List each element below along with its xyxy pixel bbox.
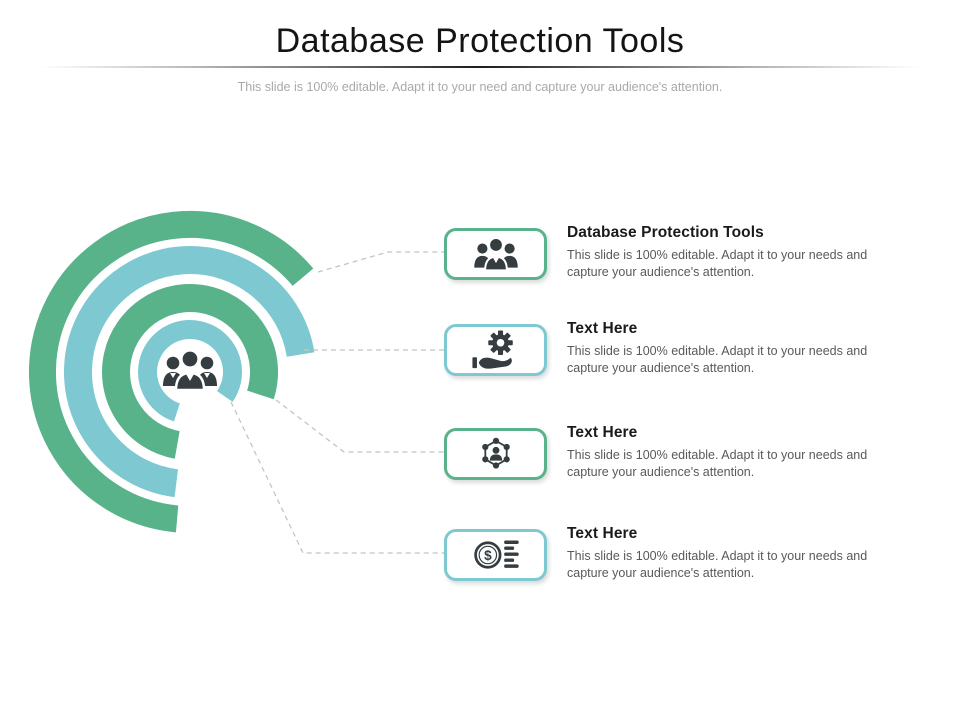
ring-4-inner <box>138 320 243 422</box>
item-4-title: Text Here <box>567 525 638 542</box>
svg-text:$: $ <box>484 548 492 563</box>
connector-line-4 <box>230 401 444 554</box>
ring-3 <box>102 284 278 459</box>
item-2-body: This slide is 100% editable. Adapt it to… <box>567 344 868 375</box>
item-3-icon-box <box>444 428 547 480</box>
ring-2 <box>64 246 315 498</box>
list-item-1: Database Protection Tools This slide is … <box>444 224 902 280</box>
title-divider <box>40 66 920 68</box>
people-group-icon <box>163 349 217 392</box>
list-item-2: Text Here This slide is 100% editable. A… <box>444 320 902 376</box>
page-subtitle: This slide is 100% editable. Adapt it to… <box>237 80 723 94</box>
connector-line-1 <box>317 251 444 273</box>
item-4-icon-box: $ <box>444 529 547 581</box>
list-item-3: Text Here This slide is 100% editable. A… <box>444 424 902 480</box>
item-3-title: Text Here <box>567 424 638 441</box>
list-item-4: $ Text Here This slide is 100% editable.… <box>444 525 902 581</box>
money-coins-icon: $ <box>473 540 519 569</box>
page-title: Database Protection Tools <box>275 22 685 60</box>
ring-1-outer <box>28 210 314 533</box>
item-2-title: Text Here <box>567 320 638 337</box>
item-4-body: This slide is 100% editable. Adapt it to… <box>567 549 868 580</box>
item-1-body: This slide is 100% editable. Adapt it to… <box>567 248 868 279</box>
item-3-body: This slide is 100% editable. Adapt it to… <box>567 448 868 479</box>
people-group-icon <box>473 237 518 272</box>
hand-gear-icon <box>471 330 513 369</box>
item-2-icon-box <box>444 324 547 376</box>
item-1-title: Database Protection Tools <box>567 224 764 241</box>
item-1-icon-box <box>444 228 547 280</box>
connector-line-3 <box>275 399 444 453</box>
network-person-icon <box>481 437 510 469</box>
